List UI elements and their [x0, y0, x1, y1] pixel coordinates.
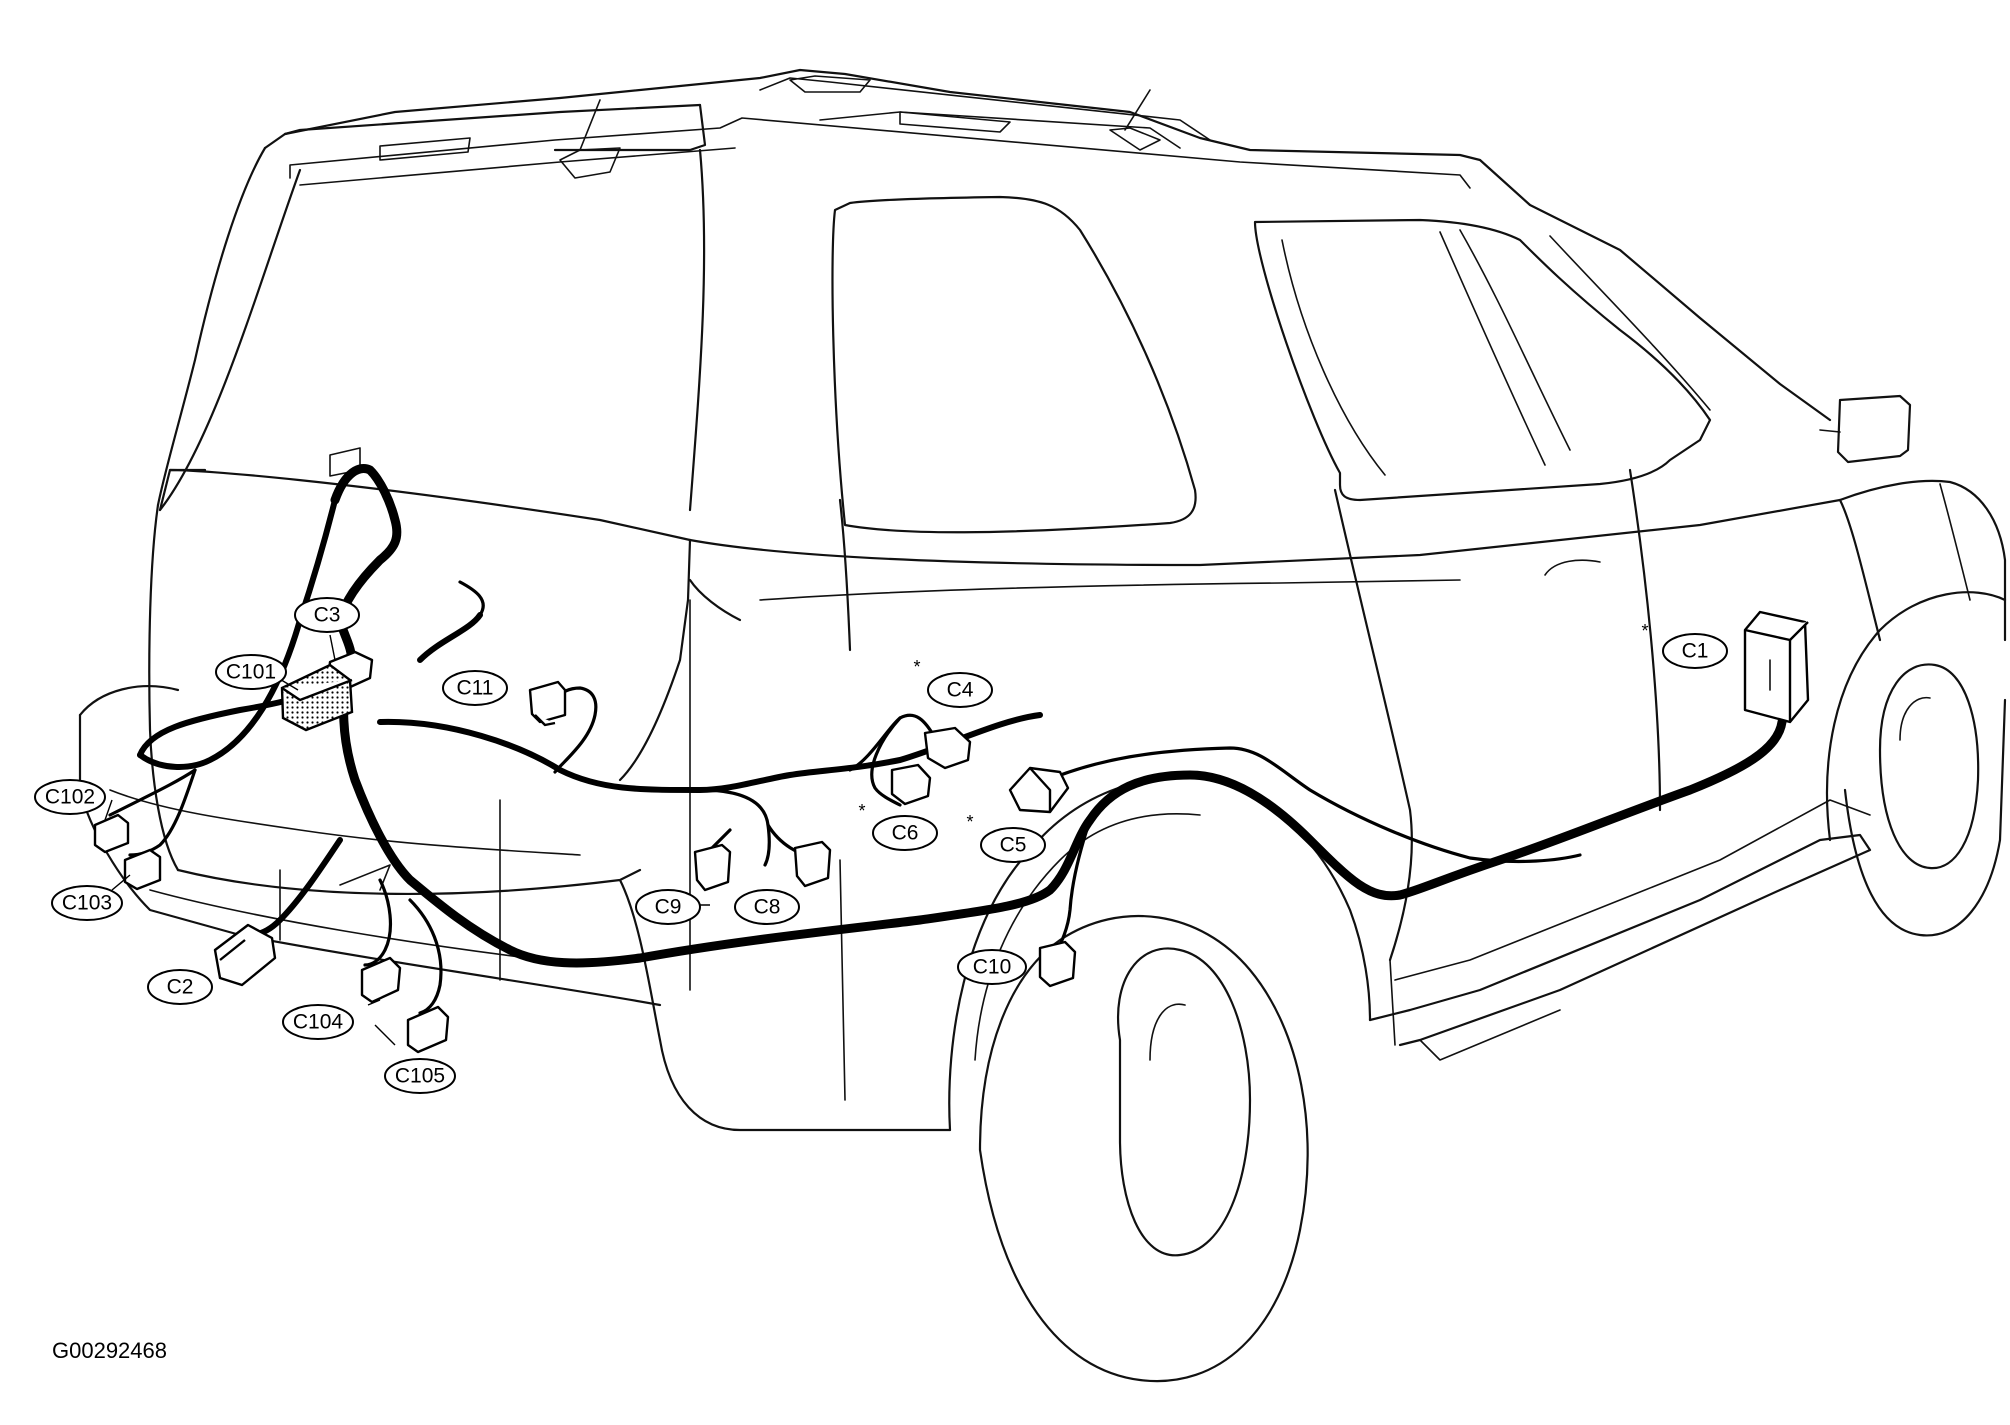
- label-c10: C10: [957, 949, 1027, 985]
- label-c103-text: C103: [62, 892, 112, 915]
- svg-text:*: *: [1641, 621, 1648, 641]
- c5-connector: [1008, 766, 1070, 814]
- connector-shapes: [93, 610, 1810, 1054]
- figure-id: G00292468: [52, 1338, 167, 1363]
- label-c103: C103: [51, 885, 123, 921]
- c2-connector: [213, 923, 277, 987]
- c3-c101-connector: [280, 650, 374, 732]
- label-c1-text: C1: [1682, 640, 1709, 663]
- label-c8: C8: [734, 889, 800, 925]
- label-c104-text: C104: [293, 1011, 344, 1034]
- c6-connector: [890, 763, 932, 806]
- label-c9-text: C9: [655, 896, 682, 919]
- connector-labels: * C1 C2 C3 * C4 * C5 * C6 C8: [34, 597, 1728, 1094]
- label-c1: * C1: [1641, 621, 1728, 669]
- c8-connector: [793, 840, 832, 888]
- svg-text:*: *: [913, 657, 920, 677]
- label-c8-text: C8: [754, 896, 781, 919]
- label-c105: C105: [384, 1058, 456, 1094]
- label-c5: * C5: [966, 812, 1046, 863]
- c9-connector: [693, 843, 732, 892]
- svg-text:*: *: [858, 801, 865, 821]
- label-c9: C9: [635, 889, 701, 925]
- label-c4-text: C4: [947, 679, 974, 702]
- label-c6: * C6: [858, 801, 938, 851]
- vehicle-outline: [78, 68, 2007, 1383]
- label-c105-text: C105: [395, 1065, 445, 1088]
- label-c101: C101: [215, 654, 287, 690]
- label-c3: C3: [294, 597, 360, 633]
- label-c102-text: C102: [45, 786, 95, 809]
- label-c2: C2: [147, 969, 213, 1005]
- label-c2-text: C2: [167, 976, 194, 999]
- label-c5-text: C5: [1000, 834, 1027, 857]
- label-c3-text: C3: [314, 604, 341, 627]
- c11-connector: [528, 680, 567, 727]
- c10-connector: [1038, 940, 1077, 988]
- c1-module: [1743, 610, 1810, 724]
- label-c6-text: C6: [892, 822, 919, 845]
- c103-connector: [123, 848, 162, 891]
- c4-connector: [923, 726, 972, 770]
- label-c11-text: C11: [457, 677, 494, 700]
- c105-connector: [406, 1005, 450, 1054]
- label-c102: C102: [34, 779, 106, 815]
- svg-text:*: *: [966, 812, 973, 832]
- label-c11: C11: [442, 670, 508, 706]
- c104-connector: [360, 956, 402, 1004]
- label-c10-text: C10: [973, 956, 1012, 979]
- wiring-harness: [108, 464, 1787, 1015]
- label-c4: * C4: [913, 657, 993, 708]
- label-c104: C104: [282, 1004, 354, 1040]
- c102-connector: [93, 813, 130, 854]
- label-c101-text: C101: [226, 661, 276, 684]
